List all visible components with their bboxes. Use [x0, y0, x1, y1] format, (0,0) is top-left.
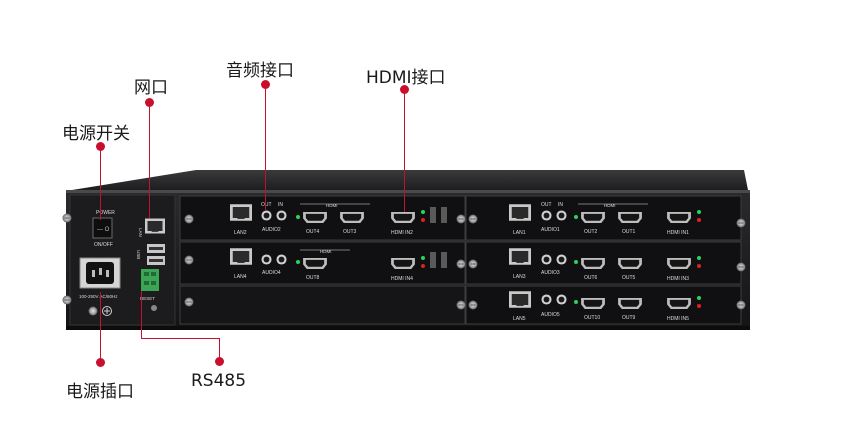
svg-text:OUT2: OUT2 [584, 229, 598, 235]
svg-text:HDMI IN5: HDMI IN5 [667, 316, 689, 322]
svg-text:OUT10: OUT10 [584, 315, 600, 321]
network-pointer-dot [145, 98, 154, 107]
chassis-top [72, 170, 748, 190]
power-socket-pointer-dot [96, 358, 105, 367]
svg-text:HDMI IN2: HDMI IN2 [391, 230, 413, 236]
power-socket-leader-line [100, 292, 101, 360]
svg-text:HDMI IN4: HDMI IN4 [391, 276, 413, 282]
power-switch[interactable] [92, 217, 113, 239]
svg-text:AUDIO4: AUDIO4 [262, 270, 281, 276]
lan-label: LAN [138, 228, 143, 237]
svg-text:OUT6: OUT6 [584, 275, 598, 281]
svg-text:IN: IN [278, 202, 283, 208]
svg-text:HDMI IN3: HDMI IN3 [667, 276, 689, 282]
svg-text:OUT1: OUT1 [622, 229, 636, 235]
audio-pointer-dot [261, 80, 270, 89]
svg-text:HDMI: HDMI [326, 203, 338, 208]
svg-text:OUT9: OUT9 [622, 315, 636, 321]
svg-text:AUDIO2: AUDIO2 [262, 227, 281, 233]
svg-text:OUT: OUT [541, 202, 552, 208]
audio-interface-label: 音频接口 [226, 61, 294, 81]
svg-text:AUDIO5: AUDIO5 [541, 312, 560, 318]
svg-text:OUT: OUT [261, 202, 272, 208]
voltage-label: 100-250V AC/60Hz [79, 294, 118, 299]
svg-text:AUDIO3: AUDIO3 [541, 270, 560, 276]
ground-icon [102, 306, 112, 316]
svg-text:— O: — O [97, 227, 110, 233]
svg-text:HDMI: HDMI [604, 203, 616, 208]
svg-text:LAN1: LAN1 [513, 230, 526, 236]
network-port-label: 网口 [134, 78, 168, 98]
audio-leader-line [265, 86, 266, 210]
svg-text:LAN4: LAN4 [234, 274, 247, 280]
svg-text:LAN2: LAN2 [234, 230, 247, 236]
svg-text:IN: IN [558, 202, 563, 208]
network-leader-line [149, 104, 150, 218]
svg-text:OUT3: OUT3 [343, 229, 357, 235]
usb-label: USB [136, 250, 141, 259]
svg-text:LAN5: LAN5 [513, 316, 526, 322]
lan-port [145, 218, 165, 234]
svg-text:AUDIO1: AUDIO1 [541, 227, 560, 233]
hdmi-pointer-dot [400, 85, 409, 94]
reset-label: RESET [140, 296, 155, 301]
rs485-leader-vertical [141, 291, 142, 339]
rs485-pointer-dot [215, 357, 224, 366]
svg-text:LAN3: LAN3 [513, 274, 526, 280]
power-switch-leader-line [100, 148, 101, 220]
rs485-terminal[interactable] [141, 269, 159, 291]
svg-text:OUT8: OUT8 [306, 275, 320, 281]
onoff-label: ON/OFF [94, 242, 113, 248]
rs485-leader-horizontal [141, 338, 220, 339]
power-switch-label: 电源开关 [62, 124, 130, 144]
card-slot-3a [179, 285, 466, 325]
power-socket-label: 电源插口 [66, 382, 134, 402]
hdmi-interface-label: HDMI接口 [366, 68, 446, 88]
rs485-label: RS485 [191, 371, 247, 391]
power-switch-pointer-dot [96, 142, 105, 151]
reset-button [151, 305, 157, 311]
rs485-leader-drop [219, 338, 220, 358]
hdmi-leader-line [404, 91, 405, 212]
power-label: POWER [96, 210, 115, 216]
svg-text:HDMI: HDMI [320, 249, 332, 254]
svg-text:HDMI IN1: HDMI IN1 [667, 230, 689, 236]
svg-text:OUT4: OUT4 [306, 229, 320, 235]
svg-text:OUT5: OUT5 [622, 275, 636, 281]
